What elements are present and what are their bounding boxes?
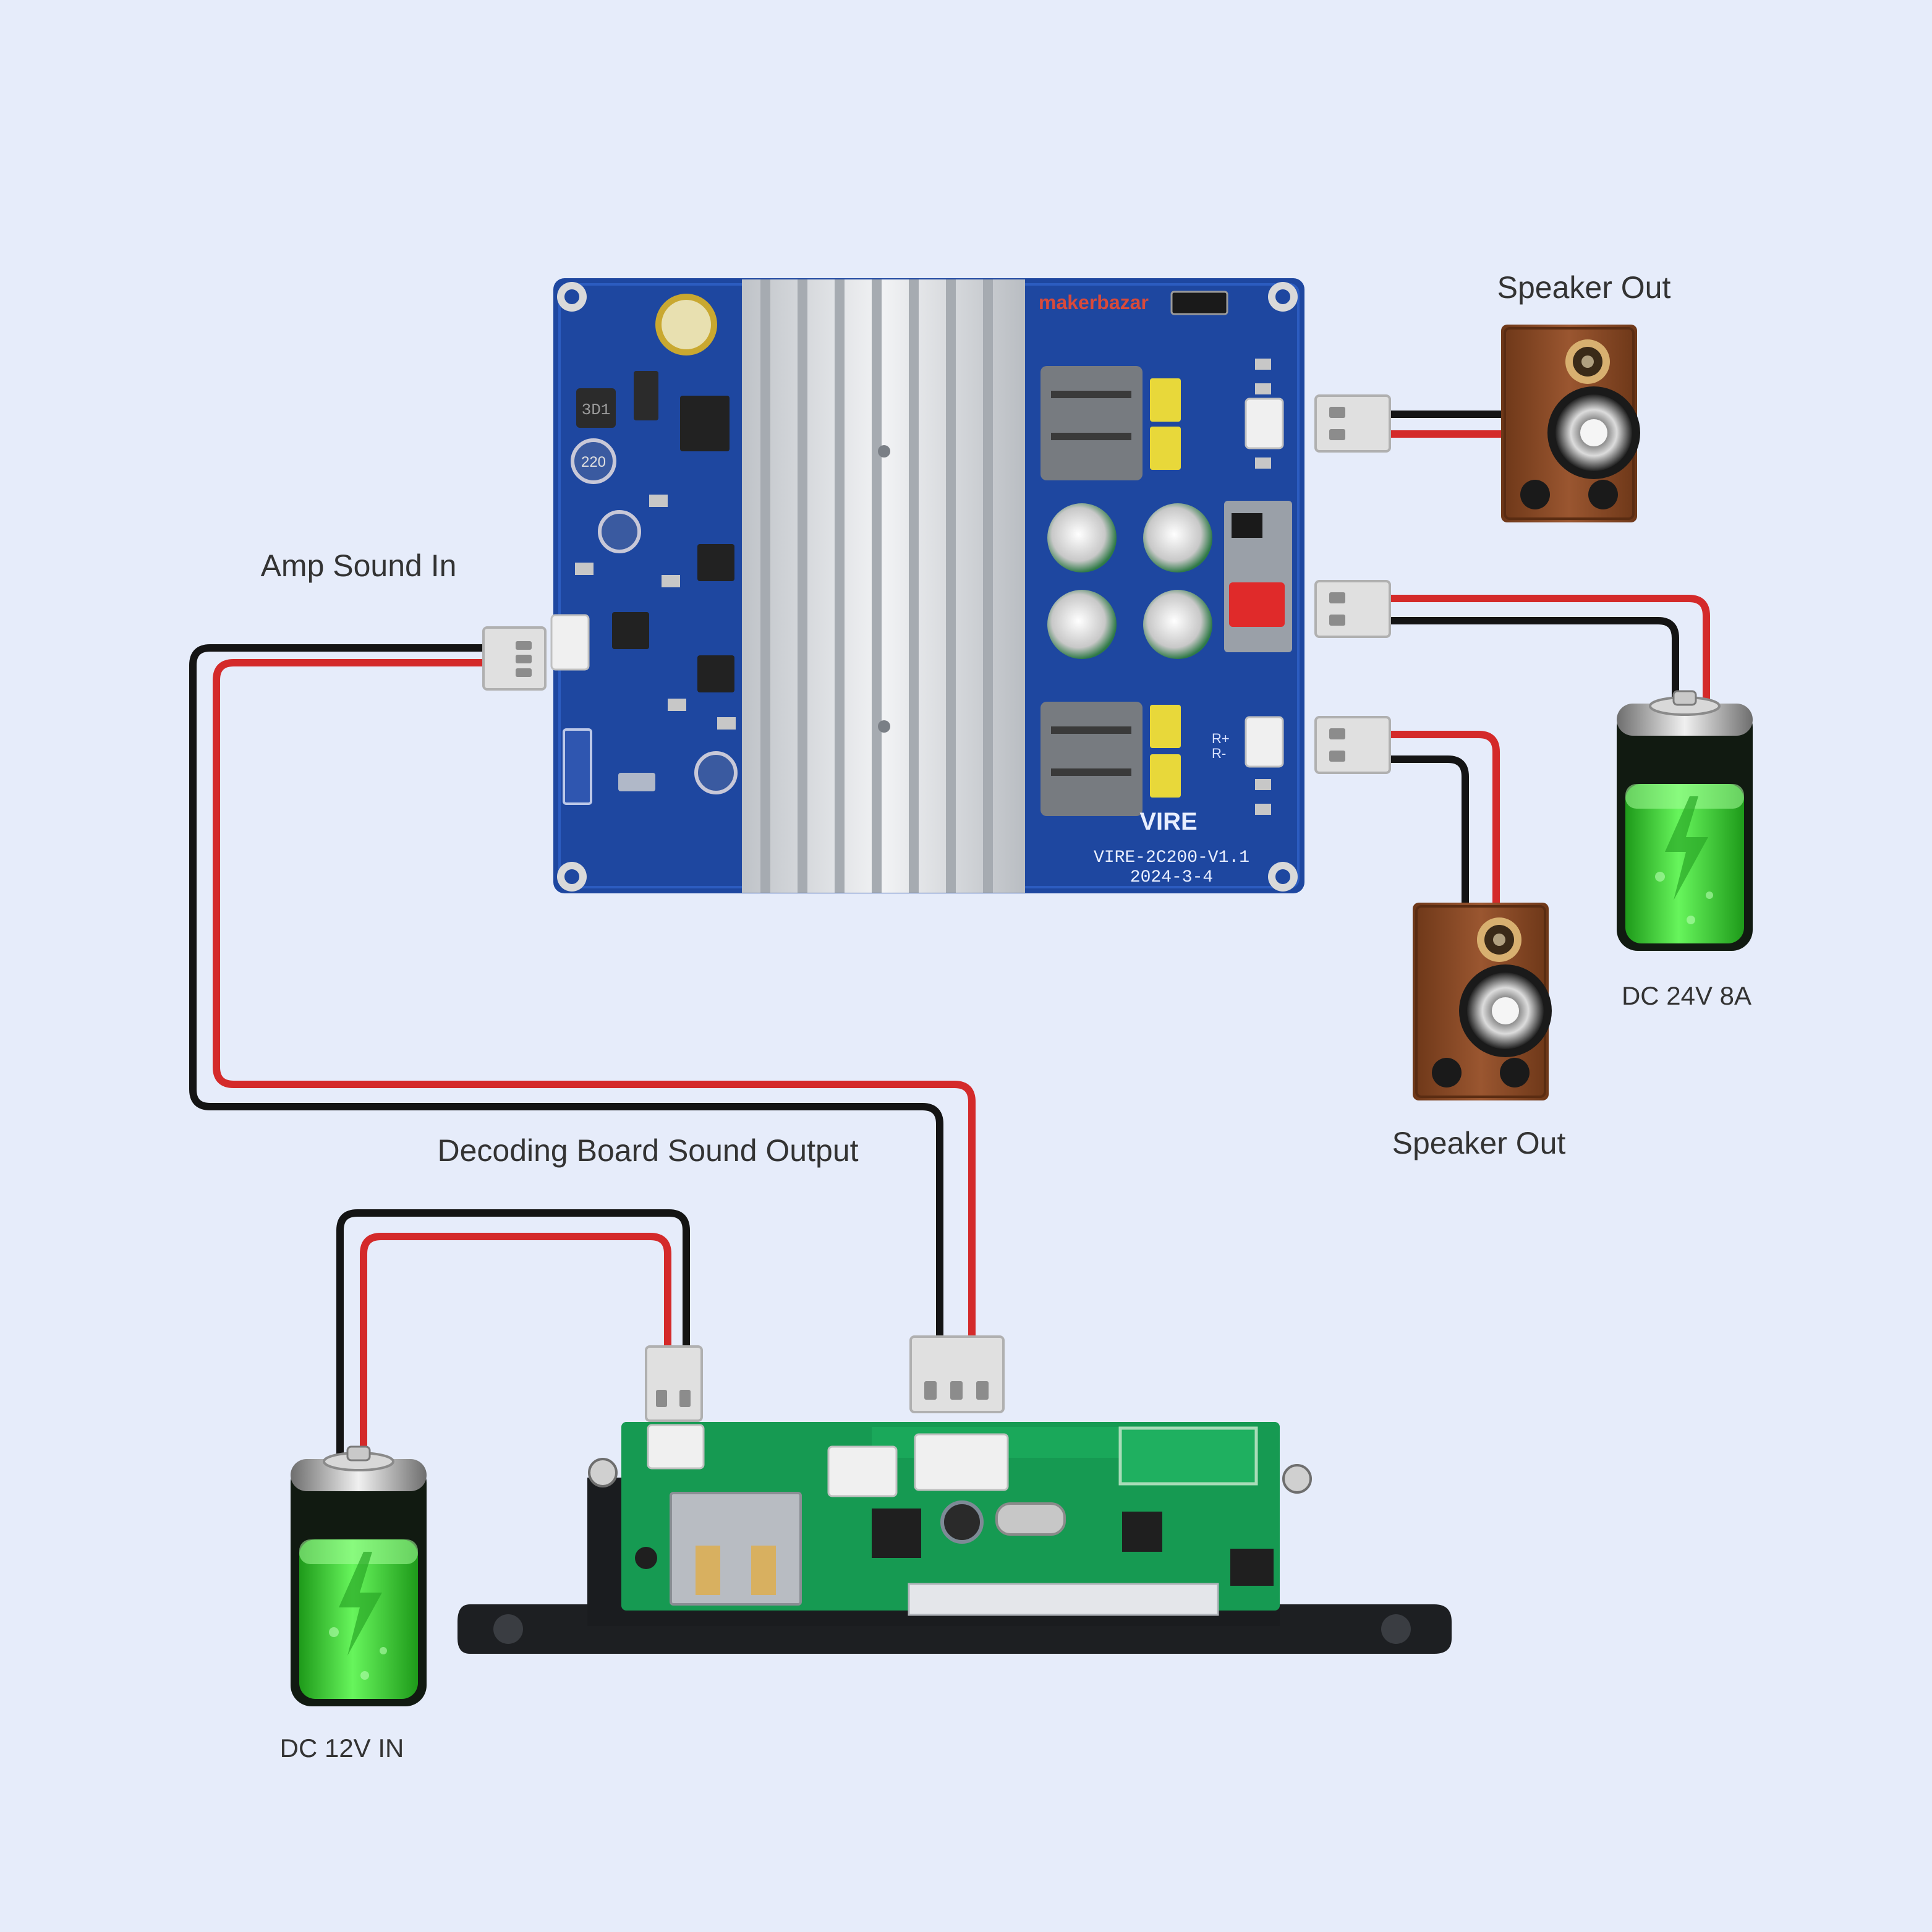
- decoder-board: [457, 1422, 1452, 1654]
- wire-speaker-top: [1385, 411, 1509, 438]
- wire-red-positive: [1385, 595, 1710, 704]
- speaker-top-connector: [1314, 394, 1391, 453]
- power-input-connector: [1314, 580, 1391, 638]
- wire-amp-input-to-decoder: [189, 644, 976, 1340]
- wire-red-positive: [360, 1233, 671, 1454]
- vire-logo: VIRE: [1139, 808, 1197, 835]
- wire-24v-to-amp: [1385, 595, 1710, 704]
- output-stage-components: R+ R-: [1040, 359, 1292, 816]
- label-amp-sound-in: Amp Sound In: [261, 548, 457, 583]
- speaker-bottom: [1411, 901, 1553, 1102]
- amplifier-board: 3D1 220: [550, 278, 1304, 893]
- wire-red-positive: [1385, 731, 1500, 909]
- heatsink: [742, 279, 1025, 893]
- battery-12v: [289, 1445, 428, 1708]
- board-model: VIRE-2C200-V1.1: [1094, 848, 1249, 867]
- battery-24v: [1615, 690, 1754, 952]
- wire-12v-to-decoder: [336, 1209, 690, 1454]
- channel-label-r-minus: R-: [1212, 746, 1226, 761]
- speaker-bottom-connector: [1314, 716, 1391, 774]
- amp-input-connector: [482, 626, 547, 691]
- wire-red-positive: [213, 659, 976, 1340]
- label-speaker-out-top: Speaker Out: [1497, 270, 1671, 305]
- label-dc-24v: DC 24V 8A: [1622, 981, 1751, 1010]
- board-date: 2024-3-4: [1130, 868, 1213, 887]
- channel-label-r-plus: R+: [1212, 731, 1230, 746]
- power-switch: [1170, 291, 1228, 315]
- mounting-holes: [557, 282, 1298, 892]
- wire-black-negative: [1385, 755, 1469, 909]
- decoder-power-connector: [645, 1345, 703, 1422]
- label-dc-12v: DC 12V IN: [280, 1734, 404, 1763]
- inductor-code: 3D1: [582, 401, 611, 419]
- wire-speaker-bottom: [1385, 731, 1500, 909]
- input-stage-components: 3D1 220: [563, 294, 738, 805]
- usb-port: [670, 1492, 802, 1606]
- brand-logo: makerbazar: [1039, 291, 1149, 313]
- wire-black-negative: [189, 644, 943, 1340]
- label-decoding-output: Decoding Board Sound Output: [437, 1133, 858, 1168]
- label-speaker-out-bottom: Speaker Out: [1392, 1126, 1566, 1160]
- capacitor-code: 220: [581, 454, 606, 470]
- wire-black-negative: [336, 1209, 690, 1454]
- decoder-audio-connector: [909, 1335, 1005, 1413]
- wire-black-negative: [1385, 617, 1679, 704]
- speaker-top: [1500, 323, 1641, 524]
